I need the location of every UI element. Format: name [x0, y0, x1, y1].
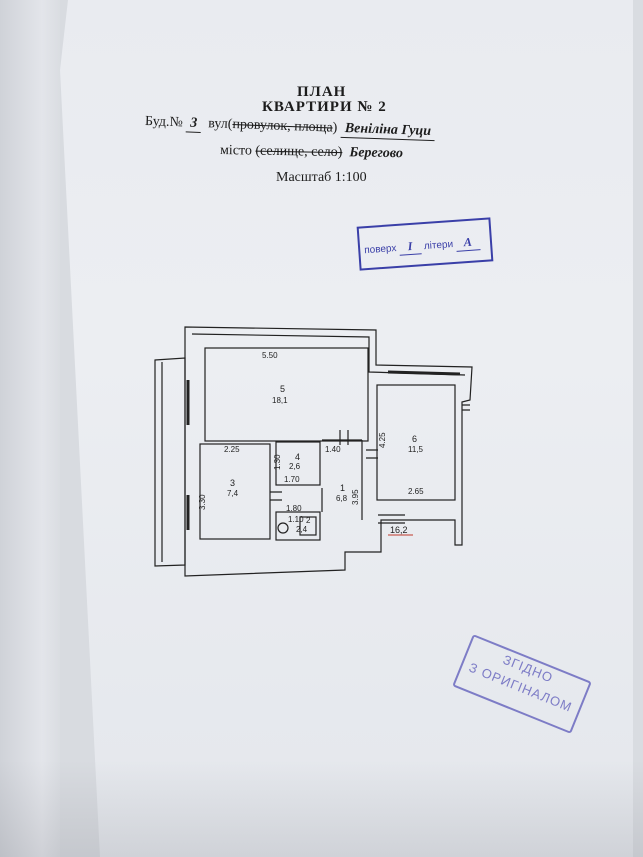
room-5-outline: [204, 347, 369, 442]
bath-symbol: [299, 516, 317, 536]
plan-title: ПЛАН: [297, 84, 347, 100]
door-room6: [366, 449, 378, 459]
room-3-area: 7,4: [227, 489, 239, 498]
dim-room6-width: 2.65: [408, 487, 424, 496]
room-1-number: 1: [340, 483, 345, 493]
room-1-area: 6,8: [336, 494, 348, 503]
room-6-number: 6: [412, 434, 417, 444]
corridor-walls: [321, 439, 363, 520]
dim-corridor-height: 3.95: [351, 489, 360, 505]
vent: [462, 404, 470, 411]
scale-text: Масштаб 1:100: [276, 170, 367, 185]
dim-room6-height: 4.25: [378, 432, 387, 448]
dim-room4-width: 1.70: [284, 475, 300, 484]
dim-bath-small: 1.10: [288, 515, 304, 524]
room-2-area: 2,4: [296, 525, 308, 534]
outer-wall-inner: [191, 333, 466, 376]
red-note-area: 16,2: [390, 525, 408, 535]
room-4-outline: [275, 441, 321, 486]
document-page: [60, 0, 643, 857]
room-4-number: 4: [295, 452, 300, 462]
room-4-area: 2,6: [289, 462, 301, 471]
dim-corridor-width: 1.40: [325, 445, 341, 454]
dim-room3-height: 3.30: [198, 494, 207, 510]
apartment-title: КВАРТИРИ № 2: [262, 99, 387, 115]
room-6-area: 11,5: [408, 445, 424, 454]
dim-top-width: 5.50: [262, 351, 278, 360]
binder-fold: [0, 0, 60, 857]
page-edge: [633, 0, 643, 857]
toilet-symbol: [277, 522, 289, 534]
door-room5: [339, 430, 349, 445]
room-6-outline: [376, 384, 456, 501]
room-5-number: 5: [280, 384, 285, 394]
dim-room4-height: 1.30: [273, 454, 282, 470]
room-3-number: 3: [230, 478, 235, 488]
door-room3: [270, 491, 282, 501]
room-2-number: 2: [306, 516, 311, 525]
page-shadow: [0, 760, 643, 857]
entrance-door: [378, 514, 405, 524]
dim-bath-width: 1.80: [286, 504, 302, 513]
dim-room3-width: 2.25: [224, 445, 240, 454]
balcony: [154, 357, 186, 567]
room-2-outline: [275, 511, 321, 541]
outer-wall: [184, 326, 473, 577]
room-5-area: 18,1: [272, 396, 288, 405]
window-north: [387, 370, 461, 376]
